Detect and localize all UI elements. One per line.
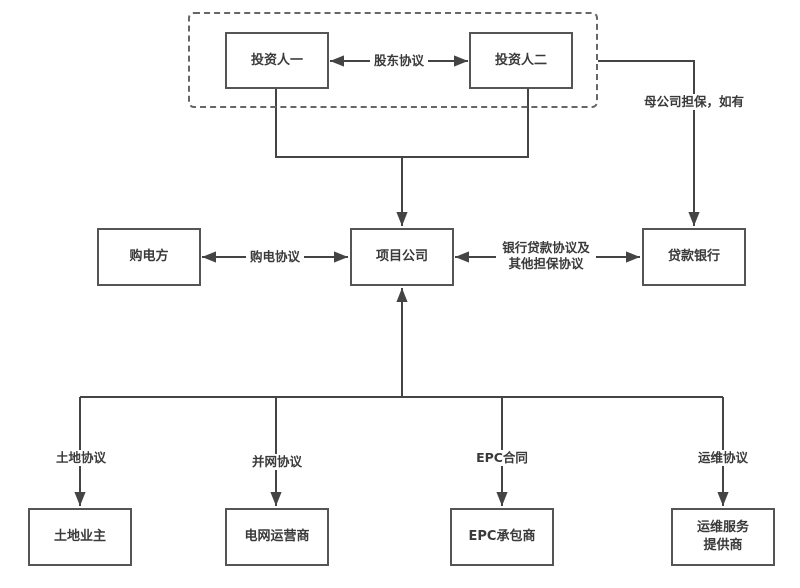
label-shareholder-agreement: 股东协议 [370,53,428,69]
node-label: 项目公司 [375,249,428,264]
node-label: 贷款银行 [667,249,720,264]
edge-parent-guarantee [598,60,700,226]
node-label: 土地业主 [53,529,106,544]
node-label: 投资人二 [494,52,547,68]
label-loan: 银行贷款协议及 其他担保协议 [496,240,596,272]
node-land-owner[interactable]: 土地业主 [28,508,132,566]
label-loan-line1: 银行贷款协议及 [502,240,590,255]
node-investor2[interactable]: 投资人二 [469,32,573,89]
label-om-agreement: 运维协议 [694,450,752,466]
label-loan-line2: 其他担保协议 [508,256,584,271]
node-label: 投资人一 [250,52,303,68]
node-epc-contractor[interactable]: EPC承包商 [450,508,554,566]
label-ppa: 购电协议 [246,249,304,265]
label-grid-agreement: 并网协议 [248,454,306,470]
node-label: EPC承包商 [468,529,536,544]
node-om-provider[interactable]: 运维服务 提供商 [671,508,775,566]
node-label-line2: 提供商 [703,538,743,553]
node-label: 电网运营商 [244,529,310,544]
node-power-buyer[interactable]: 购电方 [97,228,201,286]
node-grid-operator[interactable]: 电网运营商 [225,508,329,566]
investor-group [188,12,598,108]
label-epc-contract: EPC合同 [472,450,532,466]
node-project-company[interactable]: 项目公司 [350,228,454,286]
label-land-agreement: 土地协议 [52,450,110,466]
node-investor1[interactable]: 投资人一 [225,32,329,89]
edge-investor2-to-bus [402,88,529,158]
node-label: 购电方 [129,249,169,264]
node-lending-bank[interactable]: 贷款银行 [642,228,746,286]
edge-investor1-to-bus [275,88,402,158]
node-label-line1: 运维服务 [696,520,749,535]
label-parent-guarantee: 母公司担保，如有 [638,94,750,110]
